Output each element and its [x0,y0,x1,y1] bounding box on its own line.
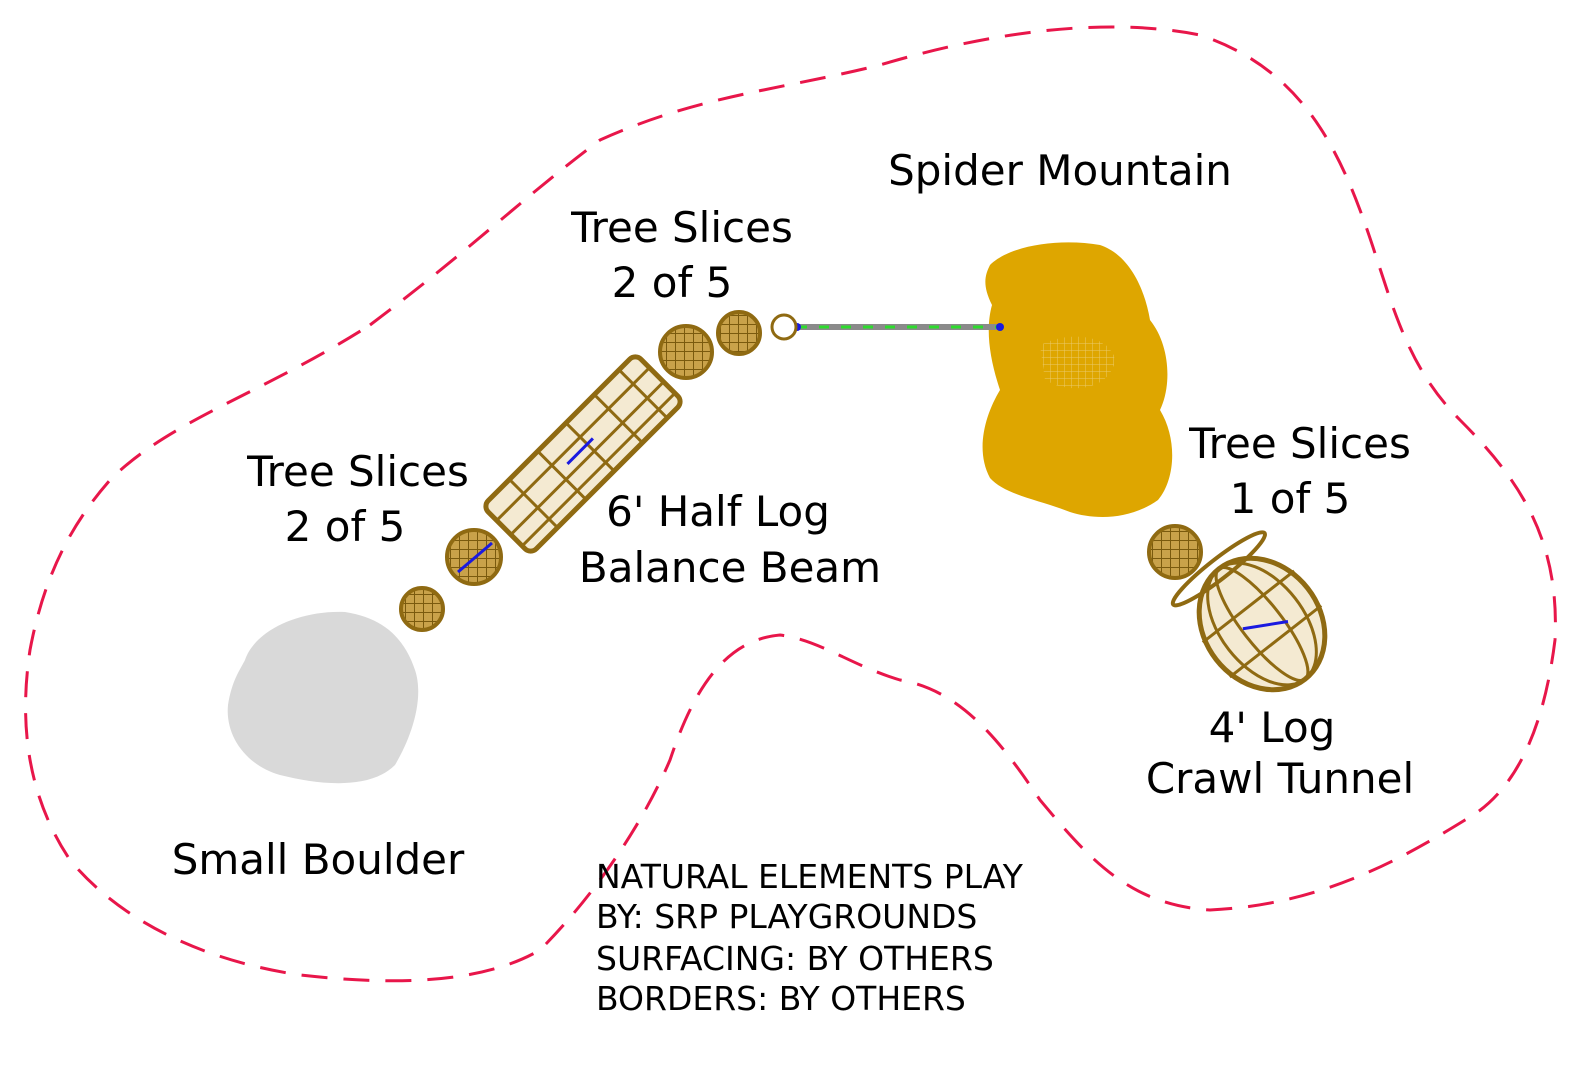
note-line-3: SURFACING: BY OTHERS [596,939,994,978]
tree-slice [1147,524,1203,580]
note-line-2: BY: SRP PLAYGROUNDS [596,897,977,936]
label-tree-slices-top-line2: 2 of 5 [612,258,733,307]
rope-anchor-ring [770,313,798,341]
mountain-mesh [1040,336,1115,389]
tree-slice [658,324,714,380]
label-half-log-line2: Balance Beam [579,543,881,592]
label-tree-slices-left-line1: Tree Slices [246,447,469,496]
rope-end-right [996,323,1004,331]
note-line-1: NATURAL ELEMENTS PLAY [596,857,1024,896]
label-small-boulder: Small Boulder [172,835,465,884]
label-tree-slices-right-line1: Tree Slices [1188,419,1411,468]
tree-slice [399,586,445,632]
label-spider-mountain: Spider Mountain [888,146,1232,195]
log-crawl-tunnel [1170,530,1328,693]
label-log-tunnel-line1: 4' Log [1209,703,1336,752]
label-tree-slices-right-line2: 1 of 5 [1230,474,1351,523]
play-area-border [24,25,1557,983]
label-log-tunnel-line2: Crawl Tunnel [1146,754,1414,803]
label-half-log-line1: 6' Half Log [606,487,830,536]
half-log-balance-beam [483,354,683,554]
small-boulder [227,611,419,784]
tree-slice-marker [457,541,493,574]
tree-slice [716,310,762,356]
note-line-4: BORDERS: BY OTHERS [596,979,966,1018]
label-tree-slices-top-line1: Tree Slices [570,203,793,252]
label-tree-slices-left-line2: 2 of 5 [285,502,406,551]
